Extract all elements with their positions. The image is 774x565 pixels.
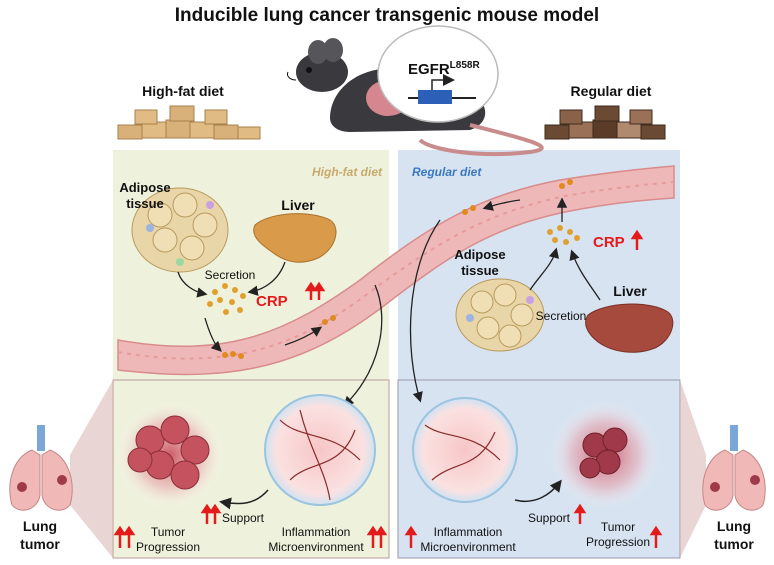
arrow-vessel-to-inflammation-right <box>409 219 441 403</box>
right-secretion-label: Secretion <box>536 309 587 323</box>
right-lung-label-1: Lung <box>717 518 751 534</box>
left-adipose-label-2: tissue <box>126 196 164 211</box>
right-adipose-label-2: tissue <box>461 263 499 278</box>
high-fat-food <box>117 105 261 140</box>
left-diet-title: High-fat diet <box>142 83 224 99</box>
right-inflammation-label-2: Microenvironment <box>420 540 516 554</box>
right-lung-label-2: tumor <box>714 536 754 552</box>
arrow-liver-to-crp-right <box>569 249 601 301</box>
left-secretion-label: Secretion <box>205 268 256 282</box>
adipose-tissue-left <box>131 187 229 273</box>
crp-cluster-right <box>547 225 580 245</box>
liver-right <box>585 303 674 353</box>
arrow-support-right <box>514 479 562 502</box>
left-tumor-label-2: Progression <box>136 540 200 554</box>
right-tumor-label-2: Progression <box>586 535 650 549</box>
right-crp-label: CRP <box>593 234 625 251</box>
figure-title: Inducible lung cancer transgenic mouse m… <box>175 5 599 26</box>
left-adipose-label-1: Adipose <box>119 180 170 195</box>
arrow-vessel-flow-left <box>284 326 323 346</box>
left-zoom-wedge <box>70 380 113 558</box>
egfr-label: EGFRL858R <box>408 60 480 78</box>
blood-vessel <box>117 165 675 376</box>
left-liver-label: Liver <box>281 197 315 213</box>
left-inflammation-label-1: Inflammation <box>282 525 351 539</box>
right-liver-label: Liver <box>613 283 647 299</box>
arrow-adipose-to-crp-right <box>529 247 560 291</box>
left-support-label: Support <box>222 511 265 525</box>
left-lung-label-1: Lung <box>23 518 57 534</box>
adipose-tissue-right <box>455 278 545 352</box>
vessel-inner <box>117 181 675 360</box>
up-arrows <box>113 229 663 548</box>
arrow-support-left <box>219 489 269 510</box>
tumor-right-cells <box>579 427 628 479</box>
left-inflammation-label-2: Microenvironment <box>268 540 364 554</box>
crp-cluster-left <box>207 283 246 315</box>
arrow-liver-to-crp-left <box>247 261 286 296</box>
left-crp-label: CRP <box>256 293 288 310</box>
egfr-inset <box>377 25 499 123</box>
right-panel-label: Regular diet <box>412 165 482 179</box>
right-adipose-label-1: Adipose <box>454 247 505 262</box>
right-tumor-label-1: Tumor <box>601 520 635 534</box>
arrow-crp-to-vessel-left <box>204 317 222 352</box>
right-support-label: Support <box>528 511 571 525</box>
left-panel-label: High-fat diet <box>312 165 383 179</box>
liver-left <box>253 213 337 263</box>
arrow-vessel-flow-right <box>482 199 521 211</box>
crp-in-vessel <box>222 179 573 359</box>
inflammation-left <box>264 394 376 506</box>
right-inflammation-label-1: Inflammation <box>434 525 503 539</box>
lung-left-illustration <box>9 425 73 511</box>
inflammation-left-vessels <box>279 409 361 501</box>
left-lung-label-2: tumor <box>20 536 60 552</box>
tumor-left-cells <box>127 415 210 490</box>
right-diet-title: Regular diet <box>571 83 652 99</box>
arrow-vessel-to-inflammation-left <box>343 284 383 407</box>
arrow-adipose-to-crp-left <box>177 271 208 298</box>
right-zoom-wedge <box>680 380 706 558</box>
inflammation-right-vessels <box>424 424 501 481</box>
regular-food <box>544 105 666 140</box>
lung-right-illustration <box>702 425 766 511</box>
left-tumor-label-1: Tumor <box>151 525 185 539</box>
inflammation-right <box>412 397 518 503</box>
